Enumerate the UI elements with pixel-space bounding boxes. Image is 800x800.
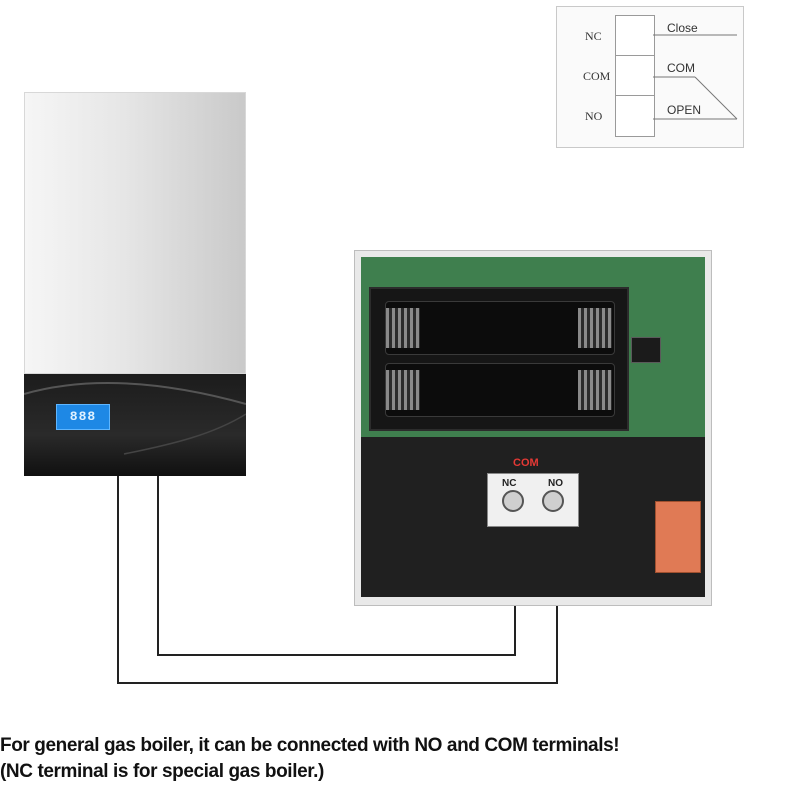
com-terminal-label: COM — [513, 457, 539, 469]
legend-state-close: Close — [667, 21, 698, 35]
terminal-block: NC NO — [487, 473, 579, 527]
circuit-board — [361, 257, 705, 437]
battery-slot-bottom — [385, 363, 615, 417]
battery-compartment — [369, 287, 629, 431]
legend-switch-lines — [653, 34, 738, 120]
legend-cell-no — [615, 95, 655, 137]
legend-state-com: COM — [667, 61, 695, 75]
terminal-screw — [502, 490, 524, 512]
orange-relay-component — [655, 501, 701, 573]
caption-line-1: For general gas boiler, it can be connec… — [0, 735, 620, 756]
wire-outer — [117, 476, 558, 684]
ic-chip — [631, 337, 661, 363]
spring-contact — [578, 370, 612, 410]
legend-state-open: OPEN — [667, 103, 702, 117]
terminal-label-nc: NC — [502, 478, 517, 489]
spring-contact — [386, 370, 420, 410]
legend-cell-nc — [615, 15, 655, 57]
wire-inner — [157, 476, 516, 656]
terminal-label-no: NO — [548, 478, 563, 489]
legend-terminal-nc: NC — [585, 29, 602, 43]
battery-slot-top — [385, 301, 615, 355]
boiler-display: 888 — [56, 404, 110, 430]
gas-boiler: 888 — [24, 92, 246, 476]
terminal-screw — [542, 490, 564, 512]
legend-terminal-no: NO — [585, 109, 603, 123]
thermostat-back: COM NC NO — [354, 250, 712, 606]
spring-contact — [386, 308, 420, 348]
spring-contact — [578, 308, 612, 348]
boiler-casing — [24, 92, 246, 374]
caption-line-2: (NC terminal is for special gas boiler.) — [0, 761, 324, 782]
caption: For general gas boiler, it can be connec… — [0, 733, 800, 785]
terminal-legend: NC COM NO Close COM OPEN — [556, 6, 744, 148]
panel-swoosh — [24, 382, 246, 455]
legend-terminal-com: COM — [583, 69, 611, 83]
